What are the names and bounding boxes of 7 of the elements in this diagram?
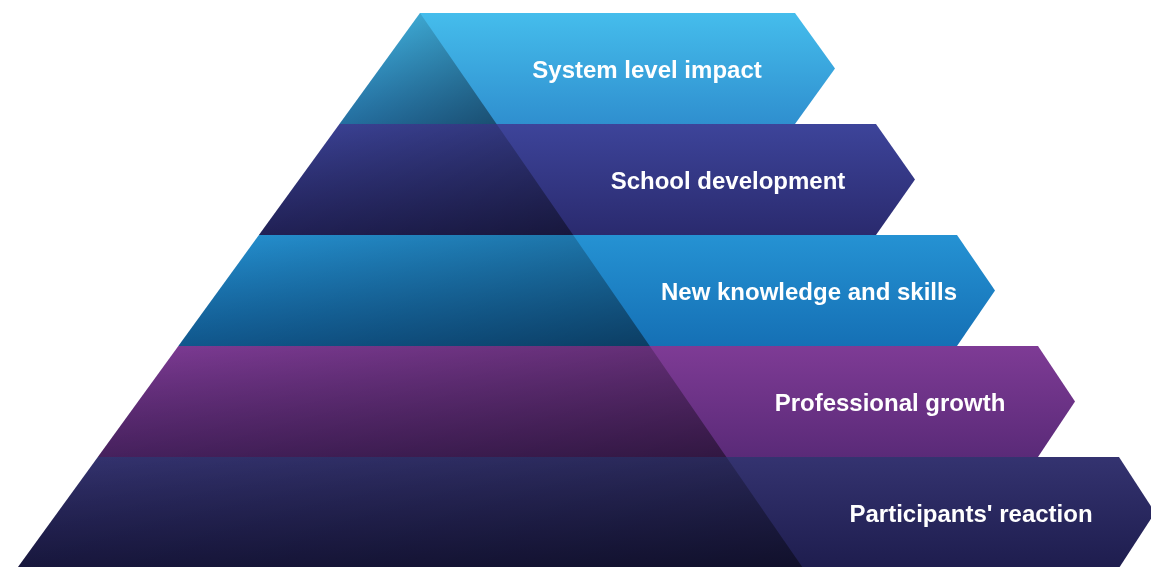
level-label: School development [610,166,846,195]
level-label: New knowledge and skills [660,277,958,306]
level-label: Professional growth [774,388,1006,417]
level-label: System level impact [532,55,762,84]
pyramid-level [339,13,836,124]
level-label: Participants' reaction [849,499,1093,528]
pyramid-level [17,457,1151,567]
